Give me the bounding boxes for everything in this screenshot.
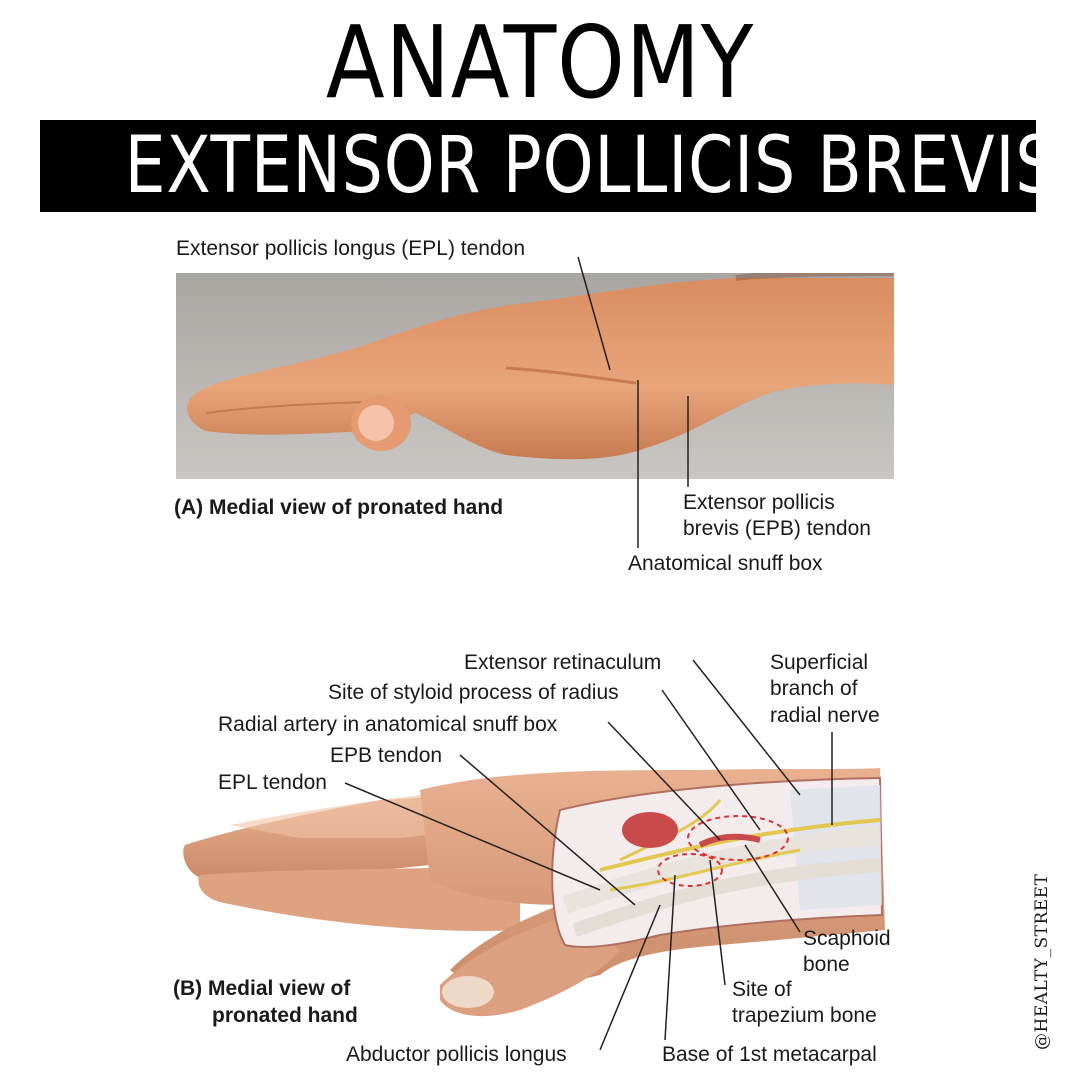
label-extensor-retinaculum: Extensor retinaculum [464,651,662,674]
page-title: ANATOMY [325,4,755,121]
label-snuff-box: Anatomical snuff box [628,552,823,575]
panel-b-caption-2: pronated hand [212,1004,358,1027]
label-scaphoid-1: Scaphoid [803,927,891,950]
subtitle: EXTENSOR POLLICIS BREVIS [124,121,1058,211]
leader-retinaculum [692,659,801,796]
watermark: @HEALTY_STREET [1032,873,1052,1050]
leader-radial-artery [607,721,721,841]
label-styloid: Site of styloid process of radius [328,681,619,704]
label-scaphoid-2: bone [803,953,850,976]
label-epl-tendon-b: EPL tendon [218,771,327,794]
label-superficial-3: radial nerve [770,704,880,727]
leader-epl [344,782,601,891]
label-abductor: Abductor pollicis longus [346,1043,567,1066]
label-epb-tendon: EPB tendon [330,744,443,767]
label-base-metacarpal: Base of 1st metacarpal [662,1043,877,1066]
leader-trapezium [709,859,726,986]
leader-styloid [661,689,761,831]
label-trapezium-1: Site of [732,978,792,1001]
label-superficial-2: branch of [770,677,858,700]
leader-base-metacarpal [664,874,676,1041]
label-epb-line2: brevis (EPB) tendon [683,517,871,540]
label-epl-tendon: Extensor pollicis longus (EPL) tendon [176,237,526,260]
label-radial-artery: Radial artery in anatomical snuff box [218,713,558,736]
leader-abductor [599,904,661,1051]
label-trapezium-2: trapezium bone [732,1004,877,1027]
leader-epb [459,754,636,906]
leader-epl [577,256,611,371]
panel-b-caption-1: (B) Medial view of [173,977,351,1000]
label-epb-line1: Extensor pollicis [683,491,835,514]
panel-a-caption: (A) Medial view of pronated hand [174,496,504,519]
subtitle-banner: EXTENSOR POLLICIS BREVIS [40,120,1058,212]
photo-pronated-hand [176,273,894,479]
label-superficial-1: Superficial [770,651,869,674]
leader-scaphoid [744,844,801,933]
